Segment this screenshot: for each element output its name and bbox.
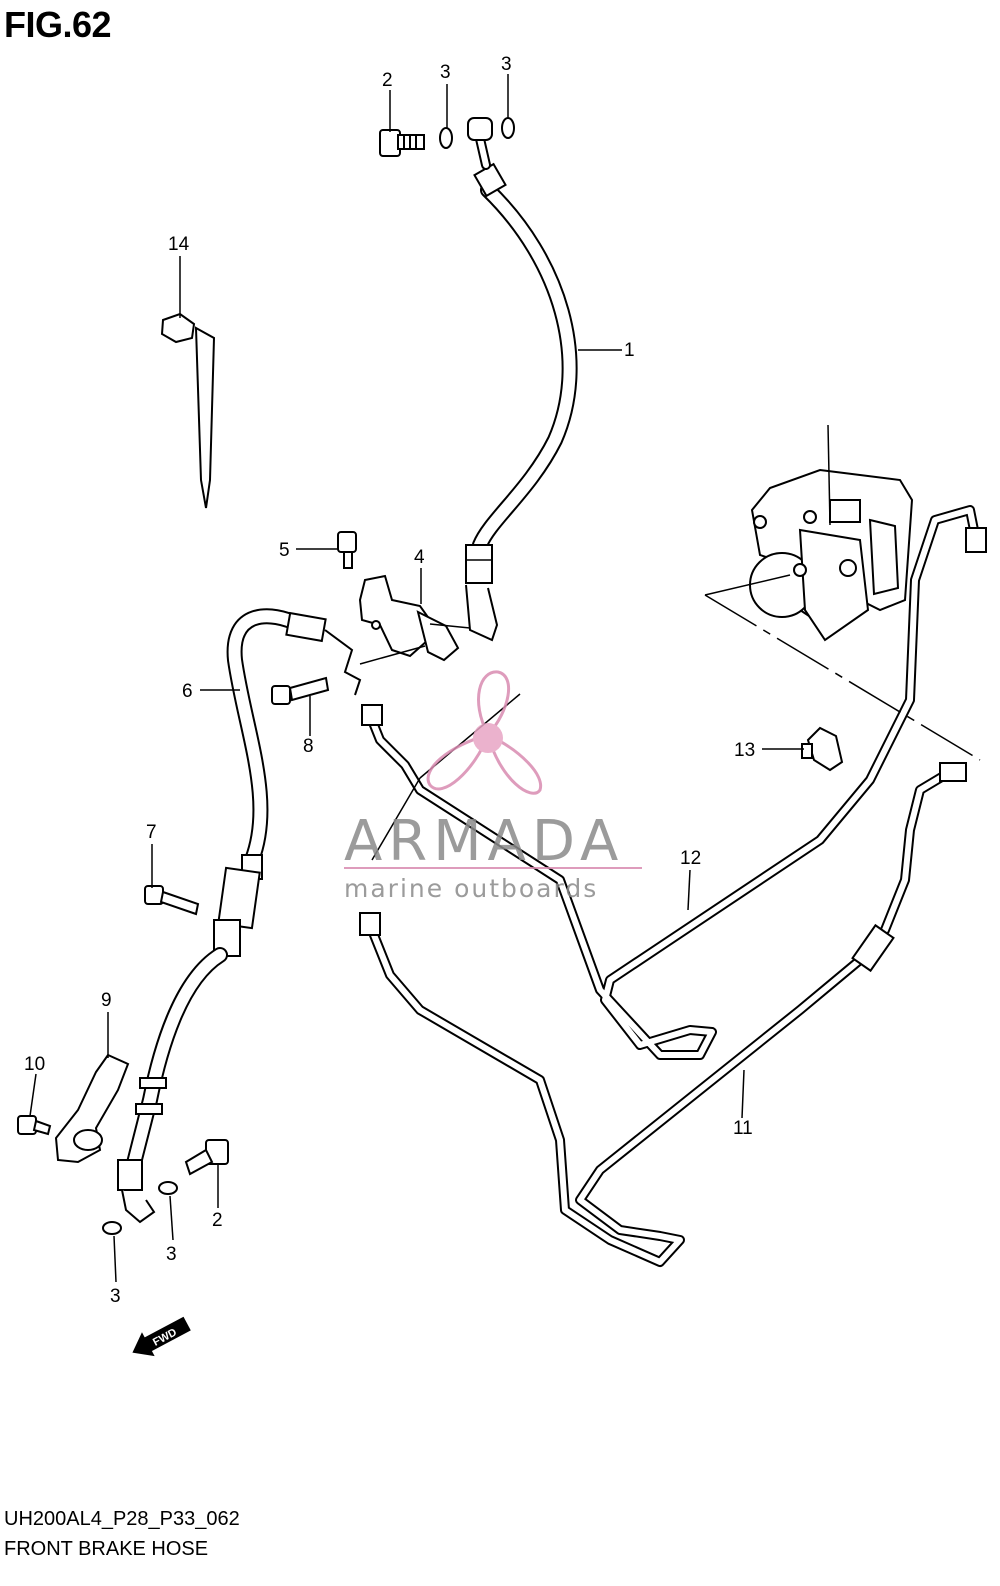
callout-7: 7: [146, 822, 157, 843]
forward-direction-arrow: FWD: [132, 1316, 191, 1357]
part-7-bolt: [144, 885, 200, 916]
callout-2-bottom: 2: [212, 1210, 223, 1231]
callout-12: 12: [680, 848, 701, 869]
callout-4: 4: [414, 547, 425, 568]
fwd-label: FWD: [151, 1326, 179, 1348]
callout-1: 1: [624, 340, 635, 361]
part-11-brake-pipe: [359, 762, 967, 1267]
part-5-bolt: [337, 531, 357, 569]
watermark-hub-icon: [473, 723, 503, 753]
part-3-washer-top-right: [501, 117, 515, 139]
callout-9: 9: [101, 990, 112, 1011]
watermark-tagline: marine outboards: [344, 874, 598, 903]
part-2-union-bolt-top: [379, 129, 425, 157]
leader-lines: [29, 74, 804, 1283]
callout-5: 5: [279, 540, 290, 561]
diagram-code: UH200AL4_P28_P33_062: [4, 1508, 240, 1530]
callout-6: 6: [182, 681, 193, 702]
part-2-union-bolt-bottom: [184, 1139, 229, 1176]
part-8-bolt: [271, 676, 330, 705]
callout-3-bottom-left: 3: [110, 1286, 121, 1307]
callout-3-top-right: 3: [501, 54, 512, 75]
part-13-pipe-clamp: [801, 726, 844, 772]
part-6-lower-brake-hose: [117, 608, 362, 1224]
watermark-brand: ARMADA: [344, 809, 624, 874]
part-10-bolt: [17, 1115, 52, 1136]
callout-11: 11: [733, 1118, 753, 1139]
part-9-bracket: [54, 1053, 130, 1164]
callout-10: 10: [24, 1054, 45, 1075]
watermark: ARMADA marine outboards: [344, 670, 642, 903]
callout-13: 13: [734, 740, 755, 761]
part-3-washer-bottom-left: [102, 1221, 122, 1235]
callout-3-top-left: 3: [440, 62, 451, 83]
abs-hydraulic-unit: [749, 468, 914, 642]
callout-8: 8: [303, 736, 314, 757]
diagram-name: FRONT BRAKE HOSE: [4, 1538, 209, 1560]
callout-3-bottom-right: 3: [166, 1244, 177, 1265]
callout-2-top: 2: [382, 70, 393, 91]
part-3-washer-bottom-right: [158, 1181, 178, 1195]
watermark-propeller-icon: [426, 670, 543, 795]
part-4-hose-bracket: [358, 574, 460, 662]
part-3-washer-top-left: [439, 127, 453, 149]
part-14-cable-tie: [160, 312, 216, 509]
part-1-upper-brake-hose: [465, 117, 578, 642]
figure-title: FIG.62: [4, 4, 112, 45]
part-12-brake-pipe: [361, 505, 987, 1060]
callout-14: 14: [168, 234, 190, 255]
